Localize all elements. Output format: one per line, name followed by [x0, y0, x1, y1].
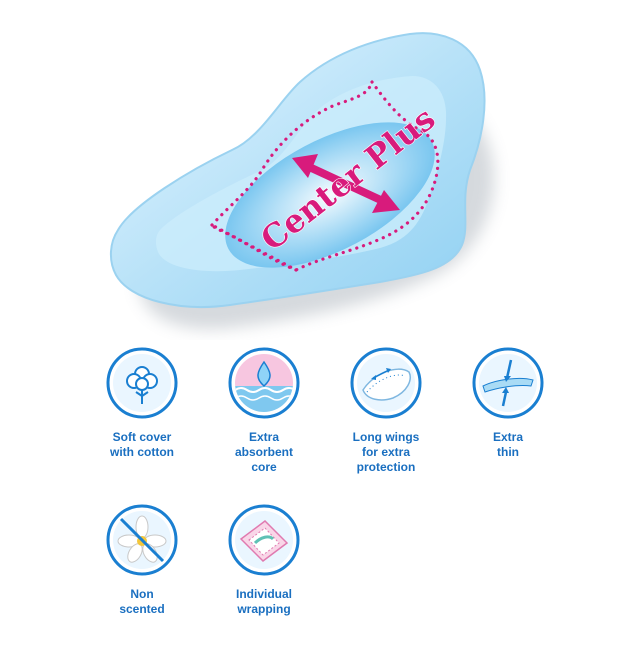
- cotton-icon: [106, 347, 178, 419]
- feature-label: Non scented: [119, 587, 165, 616]
- absorbent-core-icon: [228, 347, 300, 419]
- feature-long-wings: Long wings for extra protection: [321, 346, 451, 475]
- absorbent-core: [225, 122, 435, 268]
- feature-label: Individual wrapping: [235, 587, 292, 616]
- feature-label: Extra thin: [492, 430, 524, 459]
- expand-arrows: [292, 154, 400, 213]
- feature-individual-wrapping: Individual wrapping: [199, 503, 329, 617]
- wings-icon: [350, 347, 422, 419]
- feature-absorbent-core: Extra absorbent core: [199, 346, 329, 475]
- core-dotted-outline: [210, 80, 440, 272]
- feature-non-scented: Non scented: [77, 503, 207, 617]
- feature-label: Long wings for extra protection: [352, 430, 420, 474]
- wrapping-icon: [228, 504, 300, 576]
- feature-soft-cover: Soft cover with cotton: [77, 346, 207, 460]
- no-scent-icon: [106, 504, 178, 576]
- product-pad-illustration: Center Plus: [110, 32, 495, 330]
- feature-extra-thin: Extra thin: [443, 346, 573, 460]
- feature-label: Extra absorbent core: [234, 430, 293, 474]
- thin-icon: [472, 347, 544, 419]
- feature-label: Soft cover with cotton: [110, 430, 174, 459]
